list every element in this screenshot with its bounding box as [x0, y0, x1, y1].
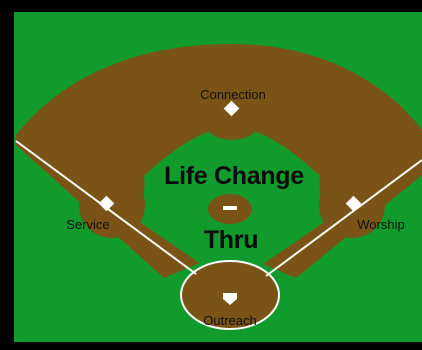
bottom-frame-bar: [0, 342, 422, 350]
label-outreach: Outreach: [203, 313, 256, 328]
headline-life-change: Life Change: [164, 162, 304, 190]
label-worship: Worship: [357, 217, 404, 232]
label-connection: Connection: [200, 87, 266, 102]
label-service: Service: [66, 217, 109, 232]
pitchers-rubber: [223, 206, 237, 210]
headline-thru: Thru: [204, 226, 258, 254]
